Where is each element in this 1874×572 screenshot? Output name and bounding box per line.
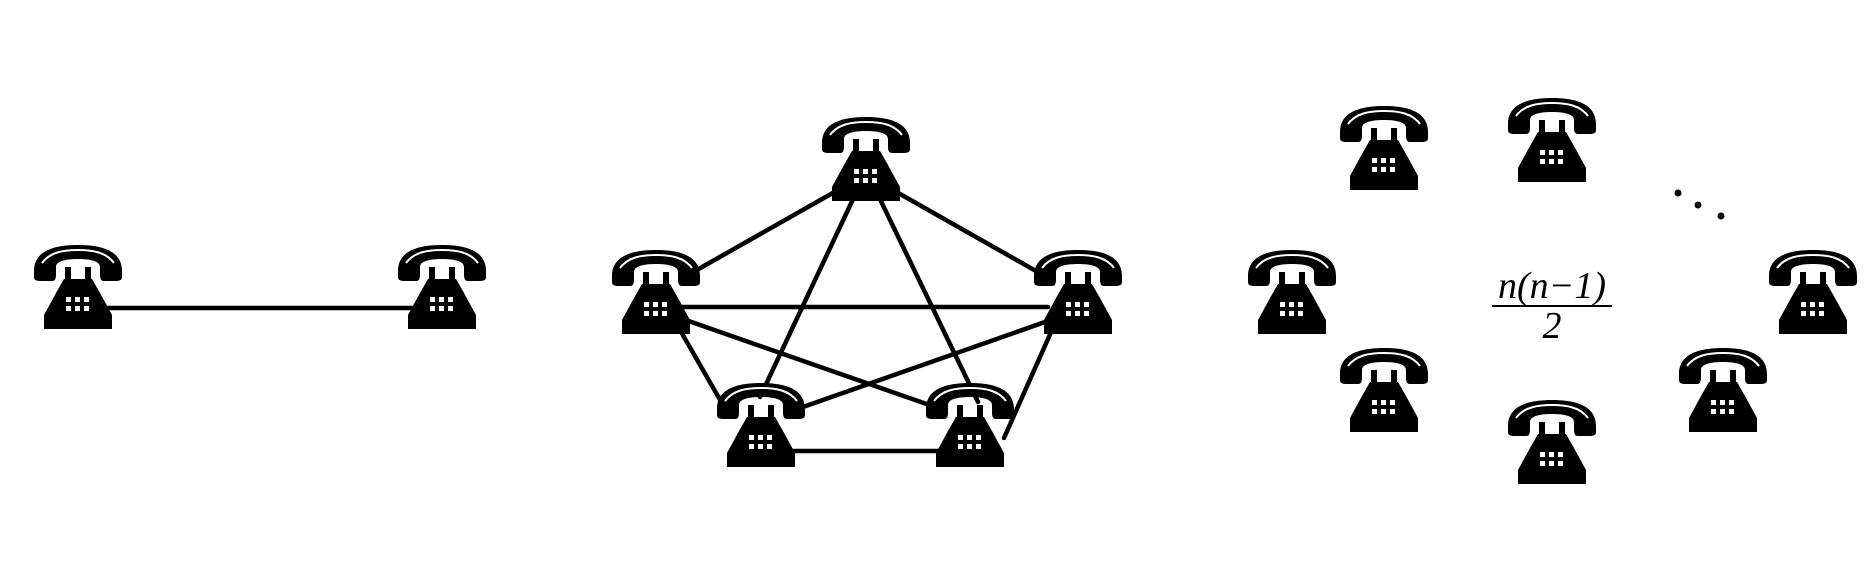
telephone-icon <box>397 244 487 330</box>
panel-five-phones <box>611 116 1123 468</box>
telephone-icon <box>1033 249 1123 335</box>
connection-line <box>800 319 1048 410</box>
telephone-icon <box>1247 249 1337 335</box>
telephone-icon <box>1339 105 1429 191</box>
telephone-icon <box>611 249 701 335</box>
panel-n-phones: n(n−1) 2 <box>1247 97 1858 485</box>
telephone-icon <box>925 382 1015 468</box>
telephone-icon <box>1339 347 1429 433</box>
connection-line <box>757 192 858 400</box>
telephone-icon <box>821 116 911 202</box>
connection-line <box>677 315 941 411</box>
connection-line <box>890 187 1046 278</box>
connection-count-formula: n(n−1) 2 <box>1492 265 1612 347</box>
telephone-icon <box>1768 249 1858 335</box>
telephone-icon <box>1678 347 1768 433</box>
telephone-icon <box>716 382 806 468</box>
telephone-icon <box>1507 97 1597 183</box>
formula-denominator: 2 <box>1543 305 1562 347</box>
formula-numerator: n(n−1) <box>1498 265 1606 307</box>
panel-two-phones <box>33 244 487 330</box>
telephone-icon <box>33 244 123 330</box>
connection-line <box>677 327 730 415</box>
telephone-icon <box>1507 399 1597 485</box>
connection-line <box>875 192 981 405</box>
connection-line <box>685 187 841 278</box>
ellipsis-icon <box>1674 189 1725 220</box>
connection-line <box>1001 327 1055 441</box>
